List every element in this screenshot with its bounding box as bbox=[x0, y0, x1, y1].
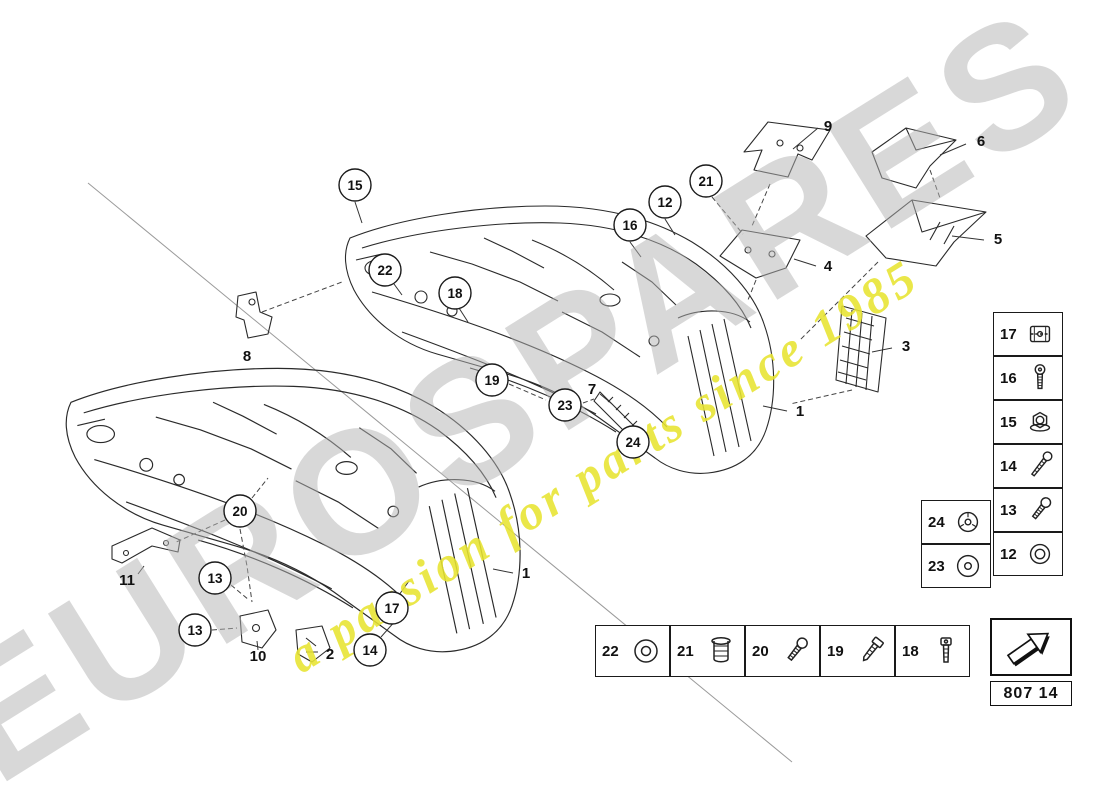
long-screw-icon bbox=[1030, 451, 1053, 477]
part-10-clamp bbox=[239, 609, 277, 649]
callout-21[interactable]: 21 bbox=[689, 164, 723, 198]
legend-item-17[interactable]: 17 bbox=[993, 312, 1063, 356]
svg-text:19: 19 bbox=[484, 373, 499, 388]
label-3[interactable]: 3 bbox=[902, 338, 910, 355]
nav-arrow-box[interactable] bbox=[990, 618, 1072, 676]
svg-text:13: 13 bbox=[187, 623, 203, 638]
svg-text:15: 15 bbox=[347, 178, 363, 193]
callout-23[interactable]: 23 bbox=[548, 388, 582, 422]
part-5-end-cap bbox=[865, 199, 987, 267]
label-6[interactable]: 6 bbox=[977, 133, 985, 150]
legend-item-20[interactable]: 20 bbox=[745, 625, 820, 677]
callout-17[interactable]: 17 bbox=[375, 591, 409, 625]
legend-item-14[interactable]: 14 bbox=[993, 444, 1063, 488]
legend-item-19[interactable]: 19 bbox=[820, 625, 895, 677]
callout-18[interactable]: 18 bbox=[438, 276, 472, 310]
legend-number: 13 bbox=[1000, 501, 1017, 519]
callout-15[interactable]: 15 bbox=[338, 168, 372, 202]
part-8-bracket bbox=[235, 291, 273, 339]
washer-icon bbox=[634, 639, 658, 663]
label-4[interactable]: 4 bbox=[824, 258, 833, 275]
torx-screw-icon bbox=[1034, 364, 1046, 390]
legend-number: 24 bbox=[928, 513, 945, 531]
svg-text:24: 24 bbox=[625, 435, 641, 450]
callouts: 15 22 18 16 12 21 19 23 24 20 13 13 14 1… bbox=[178, 164, 723, 667]
label-1-lower[interactable]: 1 bbox=[522, 565, 530, 582]
legend-item-16[interactable]: 16 bbox=[993, 356, 1063, 400]
legend-item-13[interactable]: 13 bbox=[993, 488, 1063, 532]
callout-19[interactable]: 19 bbox=[475, 363, 509, 397]
legend-number: 21 bbox=[677, 642, 694, 660]
callout-14[interactable]: 14 bbox=[353, 633, 387, 667]
label-2[interactable]: 2 bbox=[326, 646, 334, 663]
label-7[interactable]: 7 bbox=[588, 381, 596, 398]
grommet-icon bbox=[1029, 543, 1051, 565]
legend-item-12[interactable]: 12 bbox=[993, 532, 1063, 576]
label-11[interactable]: 11 bbox=[119, 572, 135, 589]
legend-number: 15 bbox=[1000, 413, 1017, 431]
part-11-l-bracket bbox=[111, 527, 181, 564]
legend-number: 22 bbox=[602, 642, 619, 660]
svg-text:17: 17 bbox=[384, 601, 399, 616]
part-2-bracket bbox=[295, 625, 331, 663]
part-6-bracket bbox=[871, 127, 957, 189]
socket-bolt-icon bbox=[940, 637, 952, 663]
hex-screw-icon bbox=[862, 636, 884, 662]
legend-item-15[interactable]: 15 bbox=[993, 400, 1063, 444]
plastic-nut-icon bbox=[957, 511, 979, 533]
part-4-mounting-bracket bbox=[719, 229, 801, 279]
part-9-clamp bbox=[743, 121, 831, 178]
callout-22[interactable]: 22 bbox=[368, 253, 402, 287]
svg-text:16: 16 bbox=[622, 218, 638, 233]
callout-16[interactable]: 16 bbox=[613, 208, 647, 242]
svg-text:23: 23 bbox=[557, 398, 573, 413]
clip-nut-icon bbox=[1029, 325, 1051, 343]
label-5[interactable]: 5 bbox=[994, 231, 1002, 248]
callout-20[interactable]: 20 bbox=[223, 494, 257, 528]
legend-item-24[interactable]: 24 bbox=[921, 500, 991, 544]
legend-number: 12 bbox=[1000, 545, 1017, 563]
rivet-nut-icon bbox=[711, 637, 731, 663]
callout-13-a[interactable]: 13 bbox=[198, 561, 232, 595]
svg-text:12: 12 bbox=[657, 195, 672, 210]
svg-text:14: 14 bbox=[362, 643, 378, 658]
label-1-upper[interactable]: 1 bbox=[796, 403, 804, 420]
label-9[interactable]: 9 bbox=[824, 118, 832, 135]
legend-number: 14 bbox=[1000, 457, 1017, 475]
pan-screw-icon bbox=[787, 637, 808, 662]
legend-number: 23 bbox=[928, 557, 945, 575]
svg-text:13: 13 bbox=[207, 571, 223, 586]
legend-item-22[interactable]: 22 bbox=[595, 625, 670, 677]
svg-text:18: 18 bbox=[447, 286, 463, 301]
part-group-code-text: 807 14 bbox=[1003, 684, 1059, 702]
legend-number: 18 bbox=[902, 642, 919, 660]
leader-lines bbox=[137, 127, 985, 653]
plain-labels: 9 6 5 4 3 1 7 8 11 10 2 1 bbox=[119, 118, 1002, 665]
part-3-side-grille bbox=[835, 305, 887, 393]
callout-13-b[interactable]: 13 bbox=[178, 613, 212, 647]
direction-arrow-icon bbox=[1006, 632, 1050, 667]
svg-text:20: 20 bbox=[232, 504, 247, 519]
part-group-code: 807 14 bbox=[990, 681, 1072, 706]
label-8[interactable]: 8 bbox=[243, 348, 251, 365]
svg-text:21: 21 bbox=[698, 174, 714, 189]
label-10[interactable]: 10 bbox=[250, 648, 267, 665]
legend-item-21[interactable]: 21 bbox=[670, 625, 745, 677]
legend-number: 17 bbox=[1000, 325, 1017, 343]
callout-12[interactable]: 12 bbox=[648, 185, 682, 219]
washer-icon bbox=[956, 554, 980, 578]
legend-item-23[interactable]: 23 bbox=[921, 544, 991, 588]
legend-number: 19 bbox=[827, 642, 844, 660]
flange-nut-icon bbox=[1029, 411, 1051, 432]
pan-screw-icon bbox=[1031, 497, 1052, 520]
construction-lines bbox=[173, 169, 941, 631]
svg-text:22: 22 bbox=[377, 263, 392, 278]
legend-number: 16 bbox=[1000, 369, 1017, 387]
legend-item-18[interactable]: 18 bbox=[895, 625, 970, 677]
callout-24[interactable]: 24 bbox=[616, 425, 650, 459]
legend-number: 20 bbox=[752, 642, 769, 660]
